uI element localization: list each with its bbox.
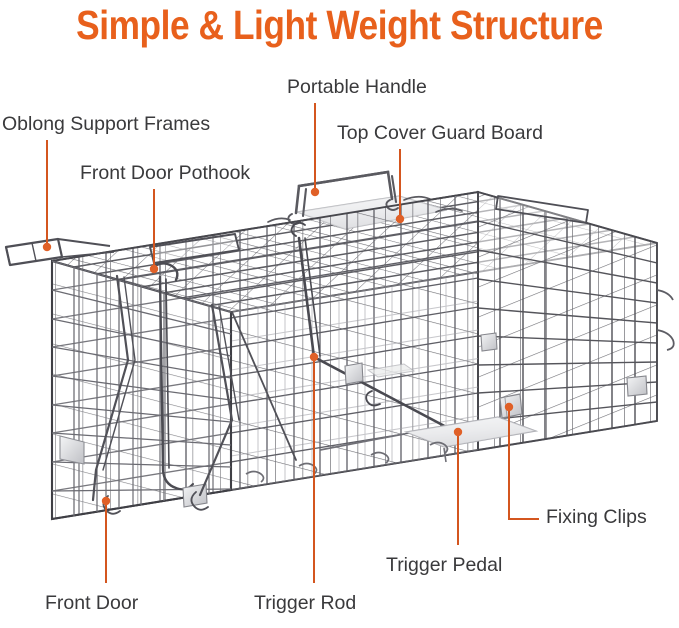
side-mount-tabs (656, 289, 675, 351)
cage-interior-back-wall (230, 242, 478, 491)
fixing-clips (182, 332, 648, 508)
door-brace-wires (91, 274, 297, 515)
callout-label-trigger-pedal: Trigger Pedal (386, 554, 503, 576)
trigger-pedal (319, 416, 539, 463)
callout-label-trigger-rod: Trigger Rod (254, 592, 357, 614)
front-door-pothook (150, 262, 195, 491)
callout-label-top-cover-guard-board: Top Cover Guard Board (337, 122, 543, 144)
front-door (50, 259, 233, 521)
page-title: Simple & Light Weight Structure (76, 2, 603, 48)
callout-label-fixing-clips: Fixing Clips (546, 506, 647, 528)
callout-label-front-door: Front Door (45, 592, 139, 614)
callout-label-front-door-pothook: Front Door Pothook (80, 162, 251, 184)
rear-trigger-plate (366, 363, 416, 378)
cage-end-face (477, 190, 658, 452)
callout-label-portable-handle: Portable Handle (287, 76, 427, 98)
oblong-support-frames (4, 195, 589, 267)
callout-label-oblong-support-frames: Oblong Support Frames (2, 113, 211, 135)
